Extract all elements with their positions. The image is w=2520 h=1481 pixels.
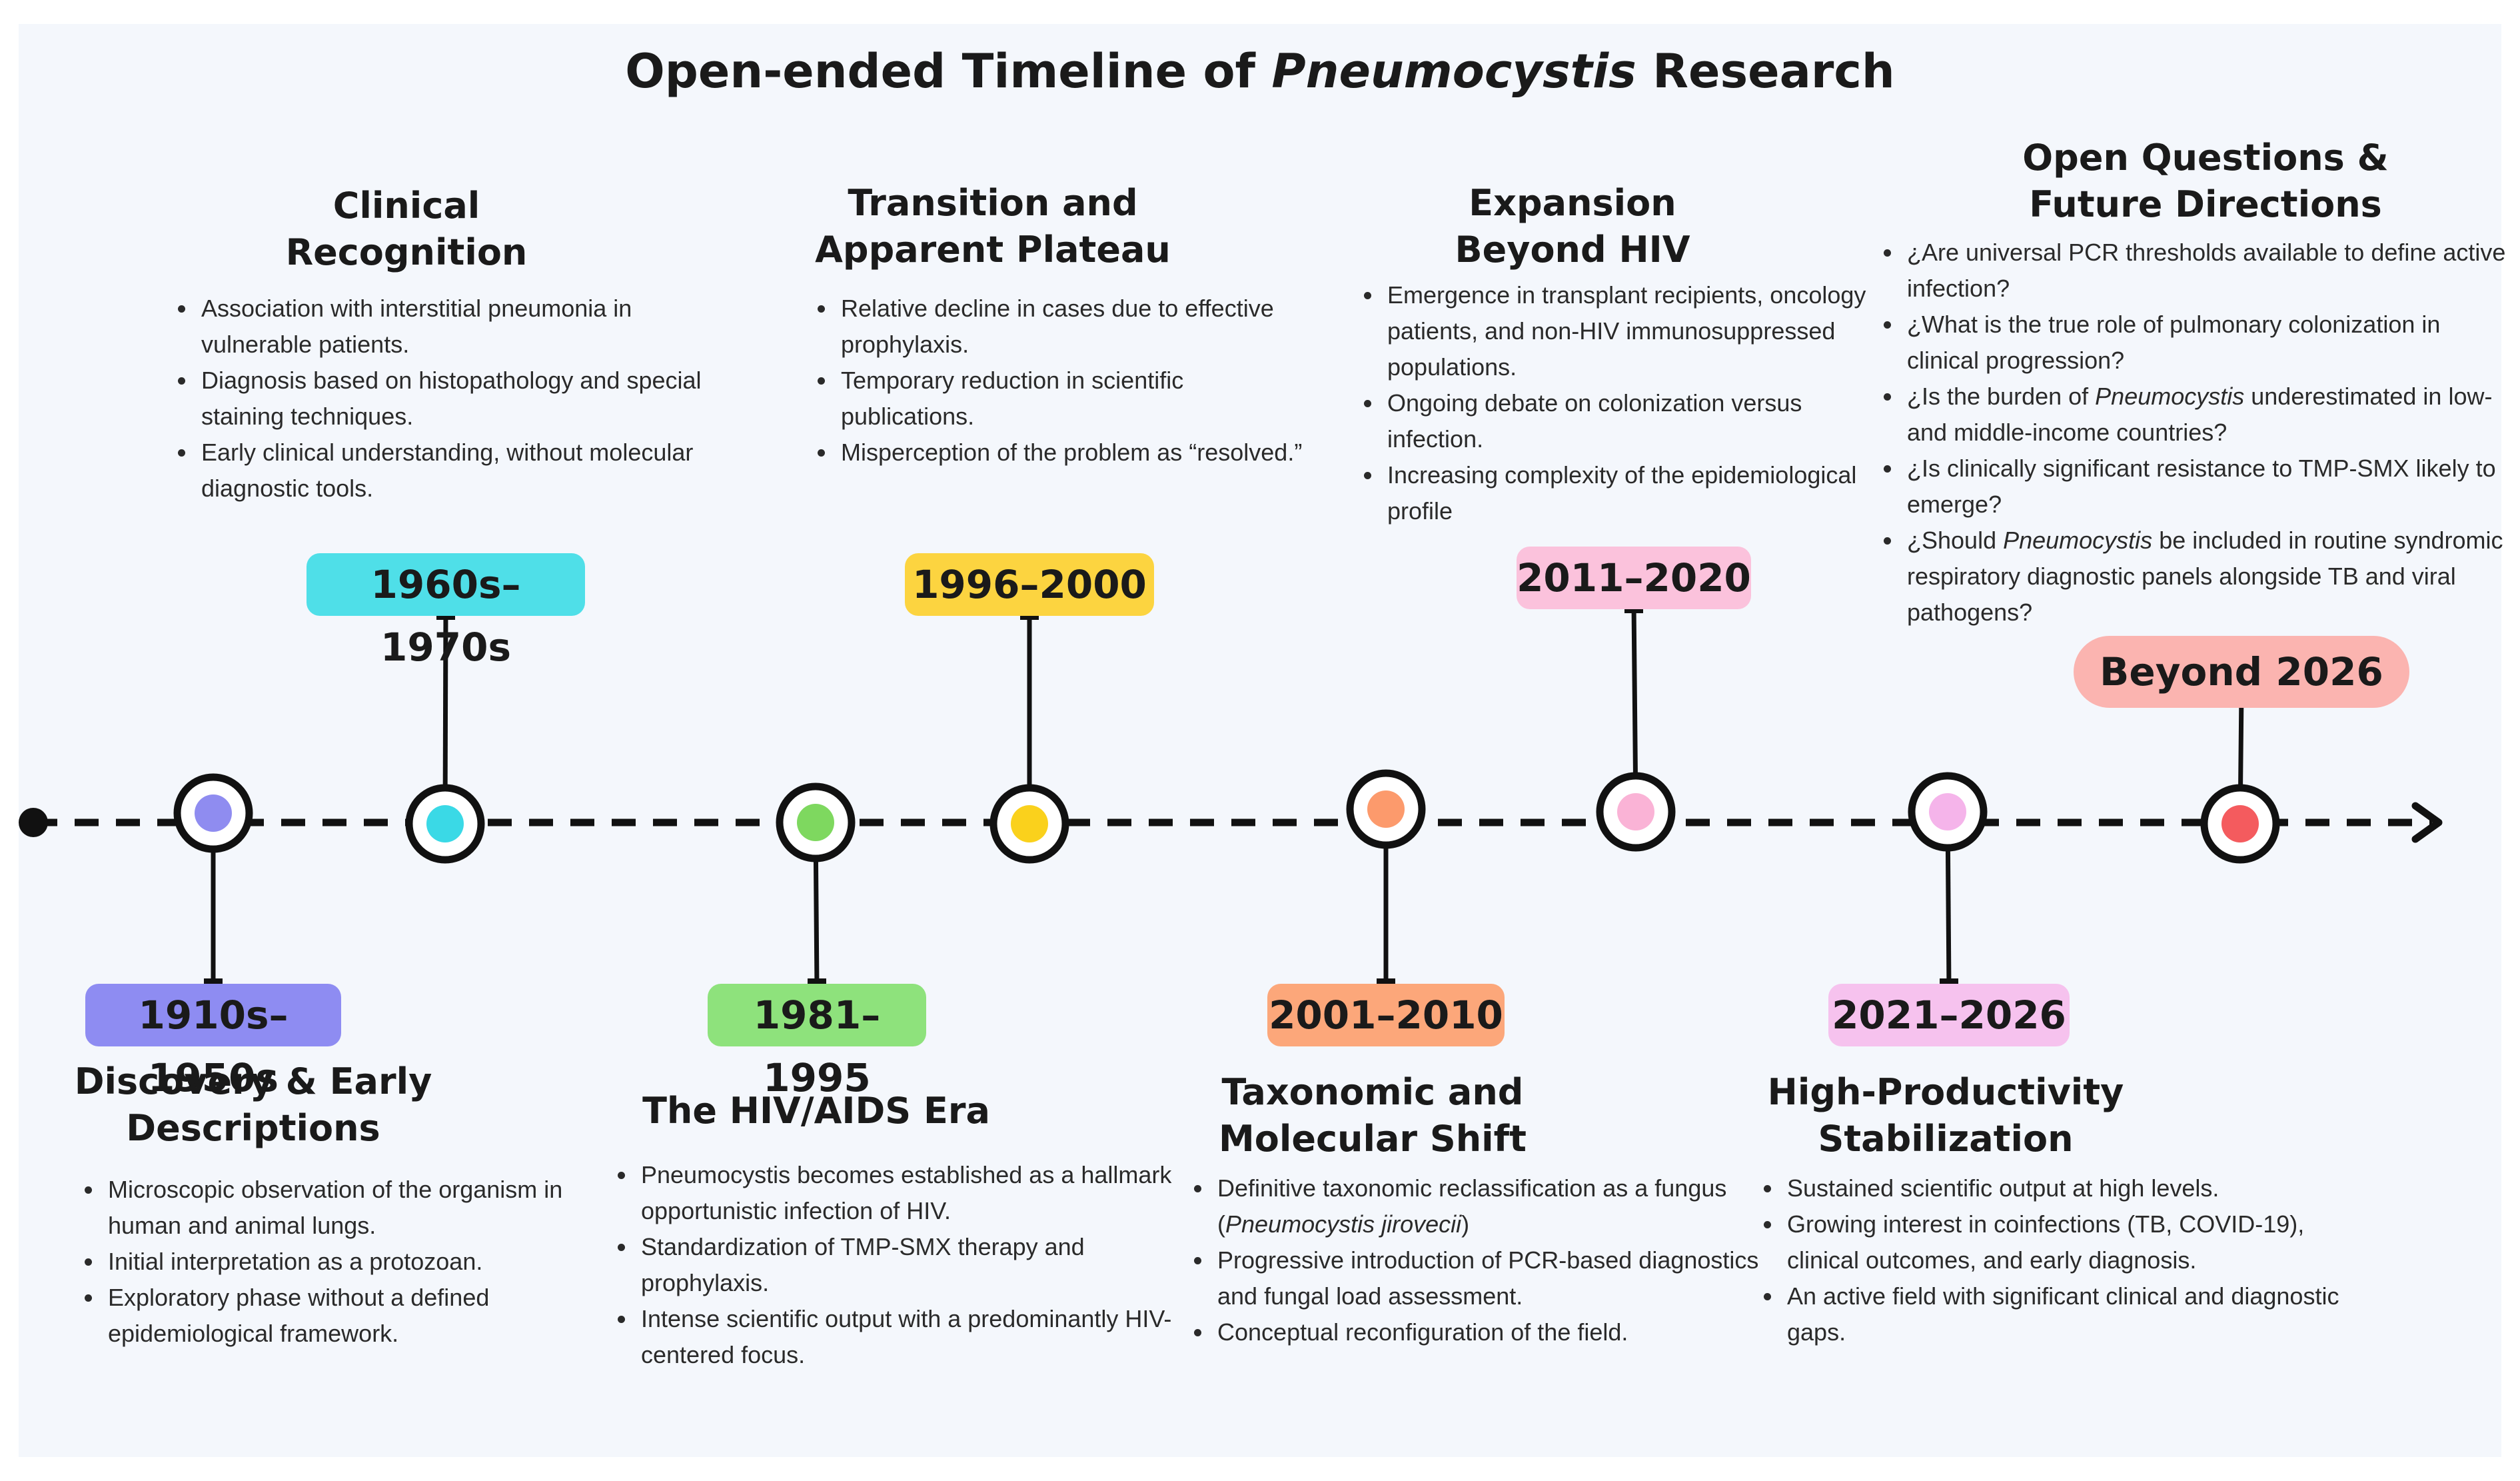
- period-bullets-1910s-1950s: Microscopic observation of the organism …: [73, 1172, 570, 1352]
- bullet-item: ¿What is the true role of pulmonary colo…: [1903, 307, 2516, 379]
- period-heading-line: Clinical: [332, 185, 480, 227]
- bullet-item: Increasing complexity of the epidemiolog…: [1383, 457, 1876, 529]
- timeline-node-dot-2001-2010: [1367, 790, 1405, 828]
- period-heading-line: Expansion: [1469, 182, 1676, 224]
- timeline-node-dot-1910s-1950s: [195, 794, 232, 832]
- bullet-item: ¿Are universal PCR thresholds available …: [1903, 235, 2516, 307]
- period-bullets-2021-2026: Sustained scientific output at high leve…: [1752, 1170, 2356, 1350]
- title-italic: Pneumocystis: [1271, 44, 1636, 99]
- period-heading-beyond-2026: Open Questions &Future Directions: [1999, 135, 2412, 228]
- bullet-item: Misperception of the problem as “resolve…: [837, 435, 1317, 471]
- period-badge-1960s-1970s: 1960s–1970s: [307, 553, 585, 670]
- period-heading-line: Discovery & Early: [74, 1060, 432, 1102]
- period-bullets-1960s-1970s: Association with interstitial pneumonia …: [167, 291, 704, 507]
- bullet-item: Growing interest in coinfections (TB, CO…: [1783, 1206, 2356, 1278]
- timeline-node-dot-2011-2020: [1617, 793, 1654, 830]
- period-badge-beyond-2026: Beyond 2026: [2074, 636, 2409, 708]
- bullet-item: Conceptual reconfiguration of the field.: [1213, 1314, 1760, 1350]
- period-heading-line: Taxonomic and: [1221, 1071, 1524, 1113]
- bullet-item: Progressive introduction of PCR-based di…: [1213, 1242, 1760, 1314]
- period-badge-1996-2000: 1996–2000: [905, 553, 1154, 616]
- bullet-item: Association with interstitial pneumonia …: [197, 291, 704, 363]
- species-name-italic: Pneumocystis: [2095, 383, 2245, 410]
- bullet-item: Pneumocystis becomes established as a ha…: [637, 1157, 1183, 1229]
- period-heading-line: Stabilization: [1818, 1118, 2074, 1160]
- bullet-item: Sustained scientific output at high leve…: [1783, 1170, 2356, 1206]
- timeline-node-dot-2021-2026: [1929, 793, 1966, 830]
- period-badge-1910s-1950s: 1910s–1950s: [85, 984, 341, 1100]
- species-name-italic: Pneumocystis: [2003, 527, 2153, 554]
- period-heading-line: Molecular Shift: [1219, 1118, 1527, 1160]
- timeline-node-dot-beyond-2026: [2221, 805, 2259, 842]
- bullet-item: An active field with significant clinica…: [1783, 1278, 2356, 1350]
- species-name-italic: Pneumocystis jirovecii: [1225, 1210, 1462, 1238]
- period-heading-line: Beyond HIV: [1455, 229, 1690, 271]
- bullet-item: Microscopic observation of the organism …: [104, 1172, 570, 1244]
- period-badge-2001-2010: 2001–2010: [1267, 984, 1505, 1046]
- timeline-node-dot-1981-1995: [797, 804, 834, 841]
- period-bullets-beyond-2026: ¿Are universal PCR thresholds available …: [1872, 235, 2516, 631]
- diagram-background: [19, 24, 2501, 1457]
- period-bullets-1981-1995: Pneumocystis becomes established as a ha…: [606, 1157, 1183, 1373]
- period-heading-line: Apparent Plateau: [815, 229, 1171, 271]
- period-bullets-2001-2010: Definitive taxonomic reclassification as…: [1183, 1170, 1760, 1350]
- bullet-item: Standardization of TMP-SMX therapy and p…: [637, 1229, 1183, 1301]
- bullet-item: Emergence in transplant recipients, onco…: [1383, 277, 1876, 385]
- title-prefix: Open-ended Timeline of: [625, 44, 1272, 99]
- bullet-item: ¿Is clinically significant resistance to…: [1903, 451, 2516, 523]
- bullet-item: Intense scientific output with a predomi…: [637, 1301, 1183, 1373]
- period-heading-line: Recognition: [285, 231, 528, 273]
- period-heading-line: Open Questions &: [2022, 137, 2389, 179]
- period-bullets-2011-2020: Emergence in transplant recipients, onco…: [1353, 277, 1876, 529]
- bullet-item: Temporary reduction in scientific public…: [837, 363, 1317, 435]
- bullet-item: Relative decline in cases due to effecti…: [837, 291, 1317, 363]
- period-heading-1981-1995: The HIV/AIDS Era: [600, 1088, 1033, 1134]
- timeline-start-dot: [19, 808, 48, 837]
- period-badge-2021-2026: 2021–2026: [1828, 984, 2070, 1046]
- diagram-title: Open-ended Timeline of Pneumocystis Rese…: [0, 44, 2520, 99]
- period-heading-line: Transition and: [848, 182, 1138, 224]
- bullet-item: Early clinical understanding, without mo…: [197, 435, 704, 507]
- period-badge-1981-1995: 1981–1995: [708, 984, 926, 1100]
- period-heading-line: High-Productivity: [1767, 1071, 2124, 1113]
- timeline-node-dot-1960s-1970s: [426, 805, 464, 842]
- period-heading-line: Future Directions: [2029, 183, 2382, 225]
- period-badge-2011-2020: 2011–2020: [1517, 547, 1751, 609]
- timeline-arrow-icon: [2411, 802, 2443, 843]
- bullet-item: Initial interpretation as a protozoan.: [104, 1244, 570, 1280]
- bullet-item: Ongoing debate on colonization versus in…: [1383, 385, 1876, 457]
- period-heading-line: Descriptions: [126, 1107, 380, 1149]
- bullet-item: Diagnosis based on histopathology and sp…: [197, 363, 704, 435]
- bullet-item: Exploratory phase without a defined epid…: [104, 1280, 570, 1352]
- period-bullets-1996-2000: Relative decline in cases due to effecti…: [806, 291, 1317, 471]
- timeline-node-dot-1996-2000: [1011, 805, 1048, 842]
- bullet-item: ¿Should Pneumocystis be included in rout…: [1903, 523, 2516, 631]
- bullet-item: Definitive taxonomic reclassification as…: [1213, 1170, 1760, 1242]
- bullet-item: ¿Is the burden of Pneumocystis underesti…: [1903, 379, 2516, 451]
- period-heading-line: The HIV/AIDS Era: [642, 1090, 990, 1132]
- title-suffix: Research: [1636, 44, 1895, 99]
